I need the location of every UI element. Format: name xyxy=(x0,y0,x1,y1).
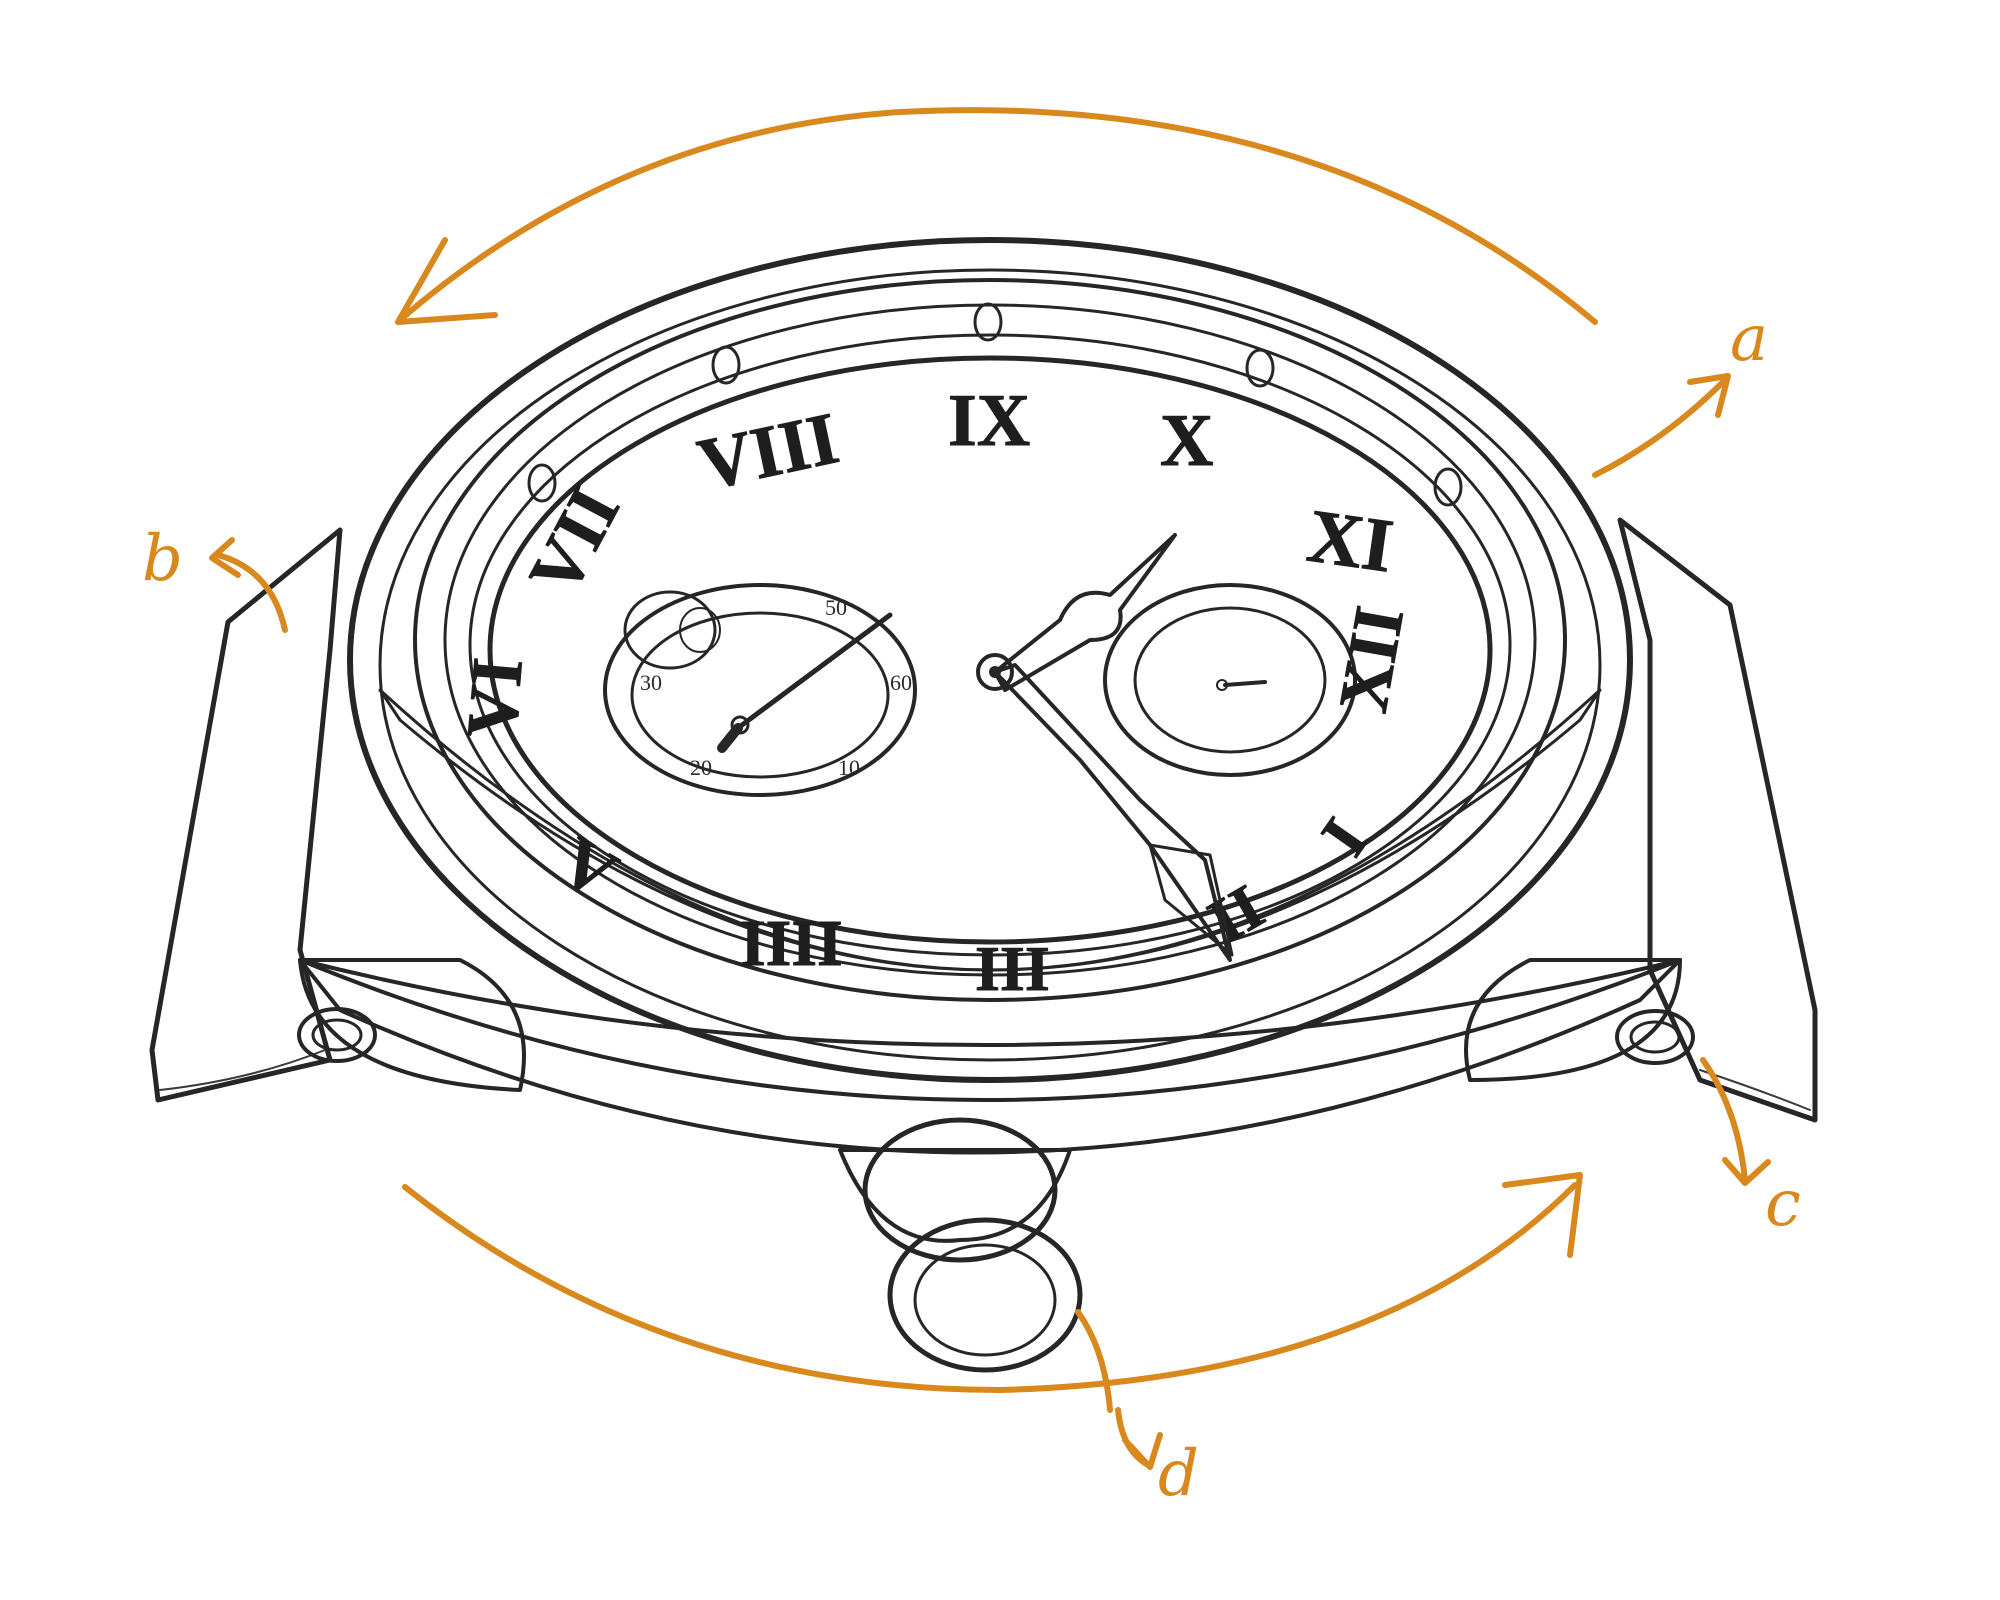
label-d: d xyxy=(1158,1437,1199,1511)
rotation-arrow-top xyxy=(395,107,1598,325)
leader-a xyxy=(1592,373,1731,478)
right-lug-screw xyxy=(1615,1009,1695,1065)
subdial-number-20: 20 xyxy=(690,755,712,780)
rotation-arrow-bottom xyxy=(402,1172,1583,1393)
leader-c xyxy=(1700,1057,1771,1186)
numeral-iiii: IIII xyxy=(740,907,843,980)
numeral-ix: IX xyxy=(948,380,1030,462)
right-subdial xyxy=(1103,583,1357,777)
leader-b xyxy=(209,537,288,633)
left-subdial: 50 60 10 20 30 xyxy=(603,583,917,797)
left-strap xyxy=(149,527,343,1103)
leader-d xyxy=(1075,1309,1163,1470)
right-strap xyxy=(1617,517,1818,1123)
numeral-vi: VI xyxy=(451,655,538,742)
numeral-ii: II xyxy=(1197,871,1276,957)
crown xyxy=(838,1117,1083,1373)
subdial-number-10: 10 xyxy=(838,755,860,780)
label-a: a xyxy=(1730,302,1768,376)
numeral-viii: VIII xyxy=(691,397,845,506)
left-lug-screw xyxy=(297,1007,377,1063)
watch-case xyxy=(297,958,1695,1155)
label-b: b xyxy=(142,522,183,596)
subdial-number-60: 60 xyxy=(890,670,912,695)
subdial-number-30: 30 xyxy=(640,670,662,695)
watch-hands xyxy=(976,533,1234,962)
bezel xyxy=(347,237,1633,1083)
numeral-iii: III xyxy=(975,933,1050,1004)
subdial-number-50: 50 xyxy=(825,595,847,620)
numeral-xii: XII xyxy=(1325,601,1419,718)
bezel-markers xyxy=(527,302,1463,507)
label-c: c xyxy=(1765,1167,1801,1241)
numeral-x: X xyxy=(1160,400,1213,482)
dial xyxy=(487,355,1493,945)
numeral-xi: XI xyxy=(1303,494,1398,589)
